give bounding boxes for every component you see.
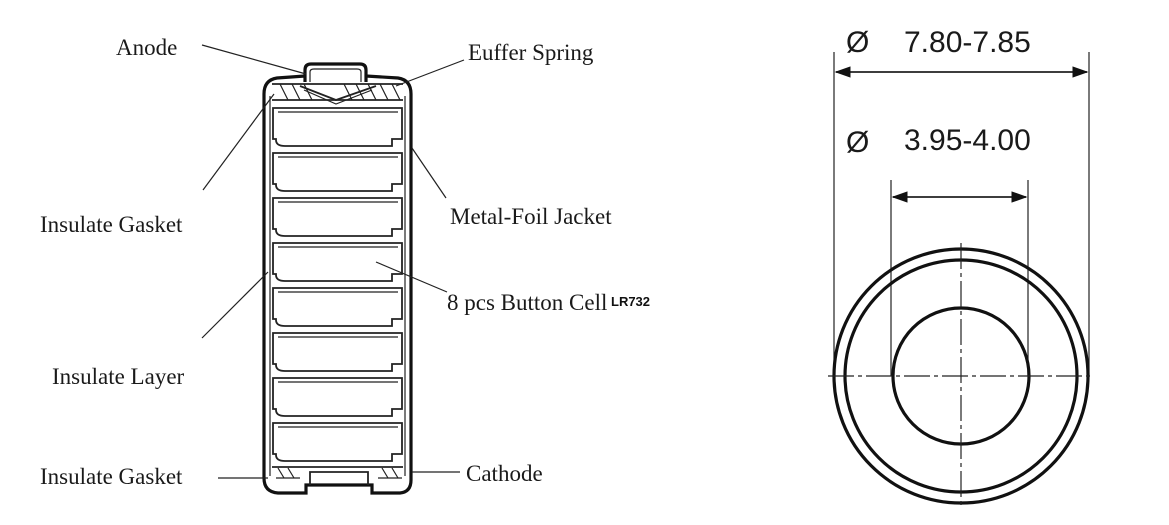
label-insulate-gasket-top: Insulate Gasket [40,212,183,237]
leader-metal-foil-jacket [411,147,447,199]
inner-diameter-symbol: Ø [846,126,869,159]
leader-insulate-gasket-top [202,93,275,191]
battery-cross-section [262,62,413,495]
button-cell [272,332,403,372]
button-cell [272,197,403,237]
button-cell [272,152,403,192]
buffer-spring [299,85,377,105]
metal-foil-jacket [262,74,413,495]
anode-cap [303,62,368,82]
leader-button-cells [375,261,448,293]
button-cell [272,422,403,462]
button-cell [272,377,403,417]
label-buffer-spring: Euffer Spring [468,40,594,65]
leader-insulate-layer [201,271,269,339]
button-cell [272,242,403,282]
button-cell [272,107,403,147]
label-button-cells: 8 pcs Button Cell [447,290,607,315]
leader-lines [201,44,465,479]
inner-diameter-value: 3.95-4.00 [904,124,1031,157]
outer-diameter-symbol: Ø [846,26,869,59]
label-anode: Anode [116,35,177,60]
label-insulate-layer: Insulate Layer [52,364,185,389]
bottom-gasket [272,466,403,479]
button-cells [272,107,403,462]
cathode-cap [309,471,369,485]
top-view [828,52,1094,509]
label-metal-foil-jacket: Metal-Foil Jacket [450,204,612,229]
label-button-cells-model: LR732 [611,294,650,309]
outer-diameter-value: 7.80-7.85 [904,26,1031,59]
leader-anode [201,44,307,75]
leader-buffer-spring [395,59,465,87]
label-cathode: Cathode [466,461,543,486]
top-gasket [272,83,403,101]
button-cell [272,287,403,327]
label-insulate-gasket-bottom: Insulate Gasket [40,464,183,489]
